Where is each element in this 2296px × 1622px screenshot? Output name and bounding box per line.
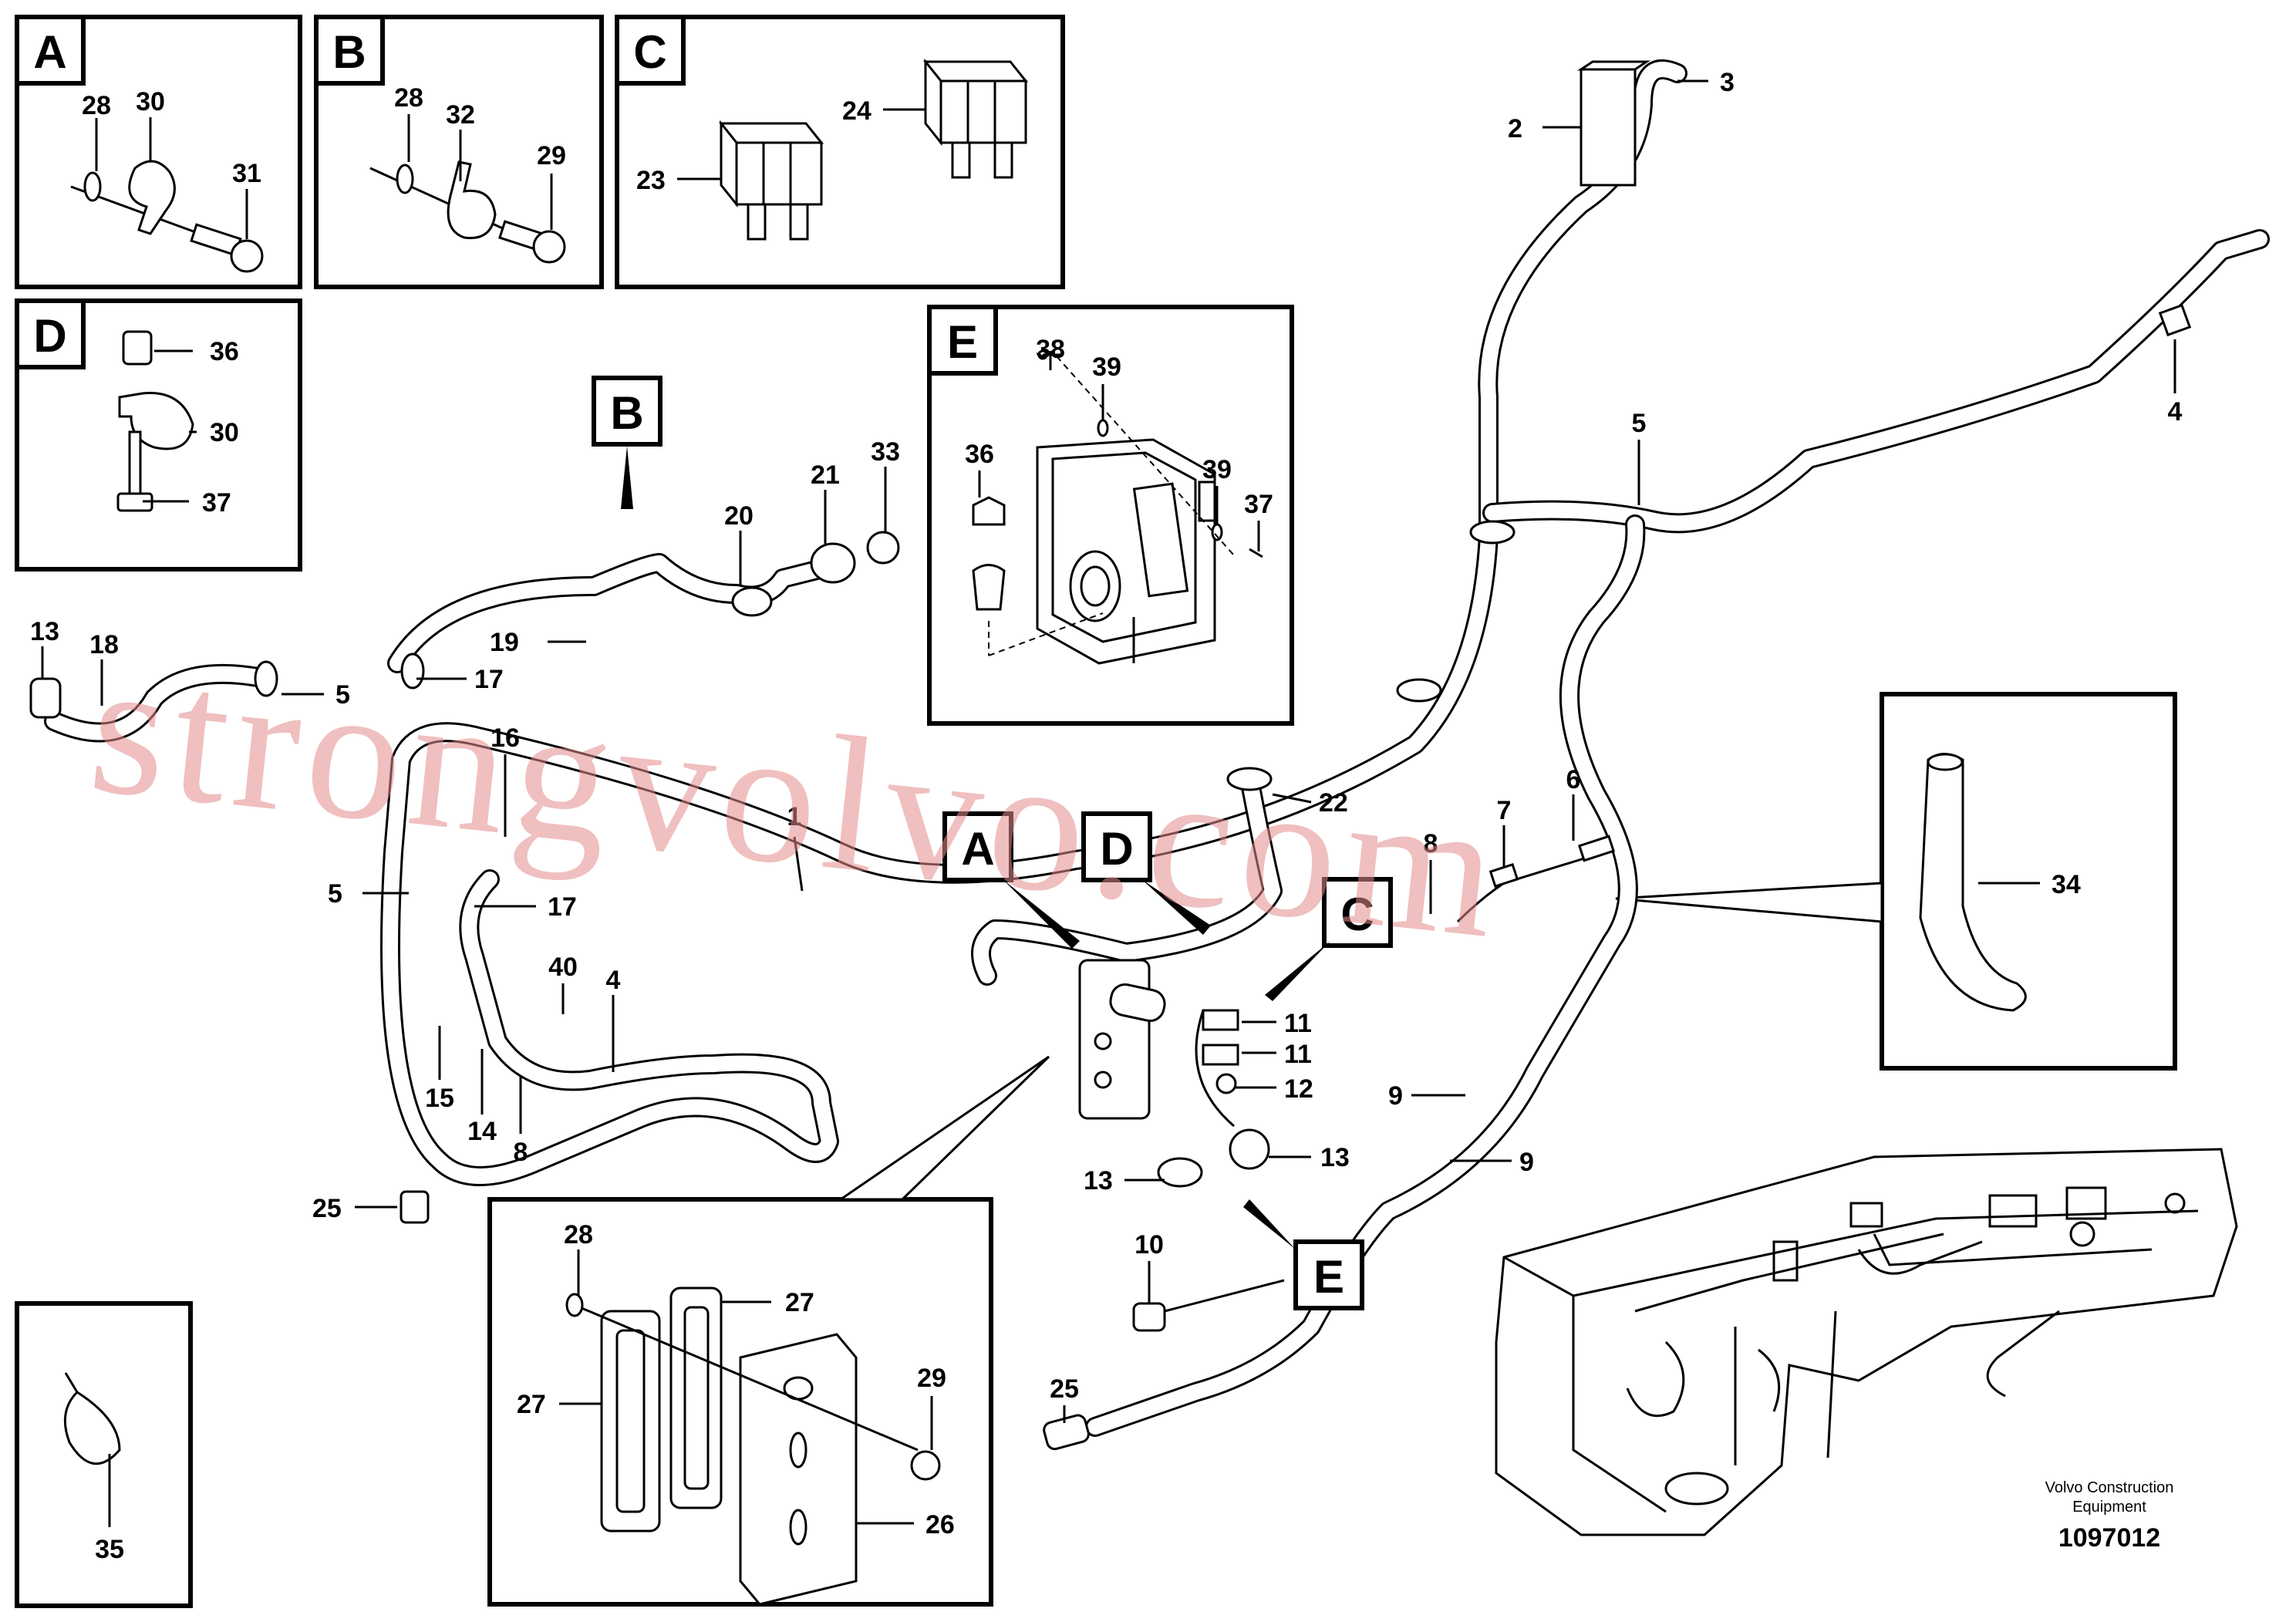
label-17: 17 bbox=[548, 892, 577, 922]
label-28: 28 bbox=[394, 83, 423, 113]
label-27: 27 bbox=[785, 1288, 814, 1317]
label-11: 11 bbox=[1284, 1040, 1312, 1069]
label-8: 8 bbox=[514, 1138, 528, 1167]
label-16: 16 bbox=[491, 723, 520, 753]
label-25: 25 bbox=[1050, 1374, 1079, 1404]
callout-e: E bbox=[1313, 1251, 1344, 1303]
credit-line-1: Volvo Construction bbox=[2045, 1479, 2174, 1496]
label-4: 4 bbox=[606, 966, 621, 995]
label-26: 26 bbox=[925, 1510, 955, 1539]
label-15: 15 bbox=[425, 1084, 454, 1113]
detail-tie: 35 bbox=[15, 1301, 193, 1608]
label-10: 10 bbox=[1135, 1230, 1164, 1259]
detail-a-letter: A bbox=[33, 26, 66, 78]
callout-d: D bbox=[1100, 823, 1133, 875]
label-5: 5 bbox=[335, 680, 350, 710]
label-5: 5 bbox=[1632, 409, 1647, 438]
label-3: 3 bbox=[1720, 68, 1735, 97]
machine-frame bbox=[1495, 1148, 2238, 1536]
label-2: 2 bbox=[1508, 114, 1522, 143]
clip-callout bbox=[1615, 882, 1883, 923]
detail-b-letter: B bbox=[332, 26, 366, 78]
label-28: 28 bbox=[564, 1220, 593, 1249]
label-28: 28 bbox=[82, 91, 111, 120]
label-13: 13 bbox=[30, 617, 59, 646]
label-21: 21 bbox=[811, 460, 840, 490]
callout-c: C bbox=[1340, 889, 1374, 940]
label-39: 39 bbox=[1202, 455, 1232, 484]
label-33: 33 bbox=[871, 437, 900, 467]
watermark: strongvolvo.com bbox=[82, 619, 1513, 980]
label-13: 13 bbox=[1084, 1166, 1113, 1195]
label-37: 37 bbox=[202, 488, 231, 518]
doc-number: 1097012 bbox=[2058, 1523, 2160, 1553]
label-14: 14 bbox=[467, 1117, 497, 1146]
label-32: 32 bbox=[446, 100, 475, 130]
label-39: 39 bbox=[1092, 352, 1121, 382]
label-8: 8 bbox=[1424, 829, 1438, 858]
callout-b: B bbox=[610, 387, 643, 439]
label-9: 9 bbox=[1519, 1148, 1534, 1177]
detail-e: E 38 39 36 39 37 bbox=[927, 305, 1294, 726]
detail-b: B 28 32 29 bbox=[314, 15, 604, 289]
label-29: 29 bbox=[917, 1364, 946, 1393]
label-31: 31 bbox=[232, 159, 261, 188]
detail-c-letter: C bbox=[633, 26, 666, 78]
label-25: 25 bbox=[312, 1194, 342, 1223]
detail-c: C 24 23 bbox=[615, 15, 1065, 289]
plate-callout bbox=[837, 1055, 1050, 1201]
label-30: 30 bbox=[210, 418, 239, 447]
label-37: 37 bbox=[1244, 490, 1273, 519]
label-22: 22 bbox=[1319, 788, 1348, 818]
detail-e-letter: E bbox=[947, 316, 978, 368]
label-34: 34 bbox=[2052, 870, 2081, 899]
credit-block: Volvo Construction Equipment 1097012 bbox=[2045, 1479, 2174, 1553]
main-callouts: B A D C E bbox=[592, 376, 1393, 1310]
label-40: 40 bbox=[548, 953, 578, 982]
label-30: 30 bbox=[136, 87, 165, 116]
label-6: 6 bbox=[1566, 765, 1581, 794]
detail-d-letter: D bbox=[33, 310, 66, 362]
main-harness bbox=[29, 59, 2270, 1451]
label-36: 36 bbox=[965, 440, 994, 469]
label-19: 19 bbox=[490, 628, 519, 657]
main-labels: 3 2 4 5 13 18 5 17 19 20 21 33 16 1 22 5… bbox=[30, 68, 2183, 1423]
label-20: 20 bbox=[724, 501, 754, 531]
detail-d: D 36 30 37 bbox=[15, 298, 302, 572]
credit-line-2: Equipment bbox=[2072, 1499, 2146, 1516]
label-29: 29 bbox=[537, 141, 566, 170]
label-23: 23 bbox=[636, 166, 666, 195]
label-24: 24 bbox=[842, 96, 872, 126]
label-27: 27 bbox=[517, 1390, 546, 1419]
label-9: 9 bbox=[1388, 1081, 1403, 1111]
label-17: 17 bbox=[474, 665, 504, 694]
label-5: 5 bbox=[328, 879, 342, 909]
label-18: 18 bbox=[89, 630, 119, 659]
callout-a: A bbox=[961, 823, 994, 875]
label-12: 12 bbox=[1284, 1074, 1313, 1104]
detail-a: A 28 30 31 bbox=[15, 15, 302, 289]
label-38: 38 bbox=[1036, 335, 1065, 364]
label-1: 1 bbox=[787, 802, 802, 831]
label-13: 13 bbox=[1320, 1143, 1350, 1172]
detail-clip: 34 bbox=[1880, 692, 2177, 1071]
label-36: 36 bbox=[210, 337, 239, 366]
label-11: 11 bbox=[1284, 1009, 1312, 1038]
label-7: 7 bbox=[1497, 796, 1512, 825]
label-4: 4 bbox=[2168, 397, 2183, 427]
detail-plate: 28 27 27 29 26 bbox=[487, 1197, 993, 1607]
label-35: 35 bbox=[95, 1535, 124, 1564]
